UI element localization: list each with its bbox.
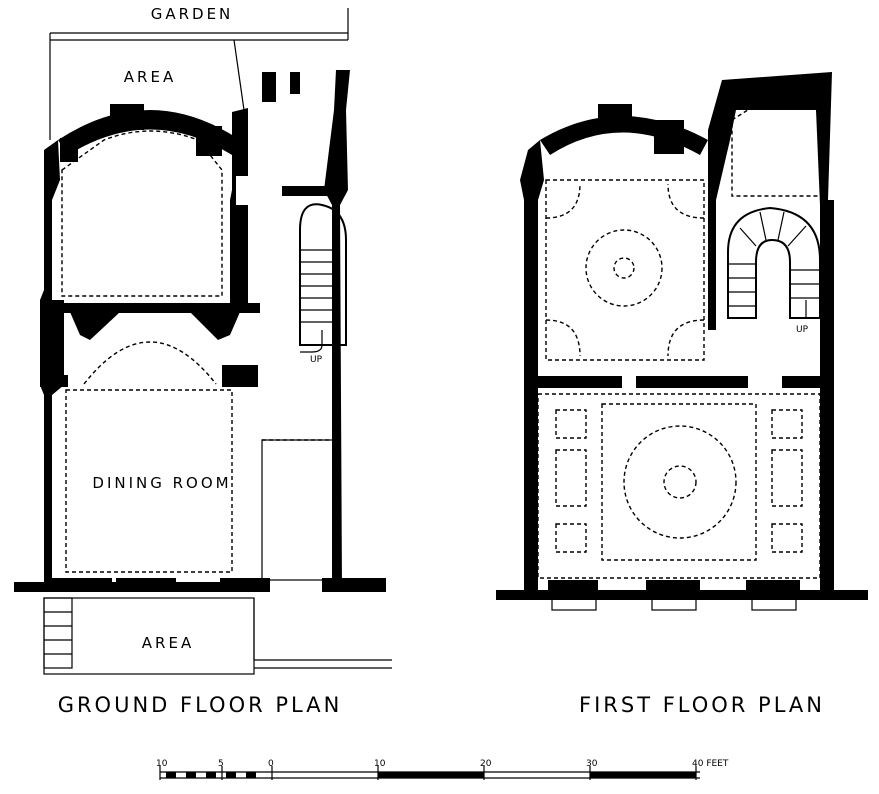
first-window-1 xyxy=(551,597,597,611)
first-central-wall xyxy=(708,72,832,330)
ground-cross-wall xyxy=(40,303,260,313)
front-ceiling-panel xyxy=(601,403,757,561)
scale-tick-30: 30 xyxy=(586,759,598,769)
first-cross-wall-right xyxy=(782,376,834,388)
dining-pier-left xyxy=(40,375,68,387)
back-ceiling-rosette xyxy=(585,229,663,307)
dining-pier-right xyxy=(222,365,258,387)
stair-newel-top xyxy=(262,72,276,102)
front-ceiling-side-panels xyxy=(555,409,803,553)
first-staircase-treads xyxy=(728,211,820,307)
garden-label: GARDEN xyxy=(151,5,234,23)
front-ceiling-medallion-center xyxy=(663,465,697,499)
dining-room-label: DINING ROOM xyxy=(92,474,231,492)
first-bay-pier-right xyxy=(654,120,684,154)
first-left-wall xyxy=(520,140,544,590)
ground-left-wall xyxy=(40,140,64,590)
back-ceiling-rosette-center xyxy=(613,257,635,279)
first-cross-wall-left xyxy=(530,376,622,388)
scale-bar-segments xyxy=(166,772,696,778)
dining-room-ceiling xyxy=(65,389,233,573)
first-right-wall xyxy=(820,200,834,590)
scale-bar: 10 5 0 10 20 30 40 FEET xyxy=(156,759,729,780)
first-window-2 xyxy=(651,597,697,611)
scale-tick-10: 10 xyxy=(374,759,386,769)
ground-staircase-outline xyxy=(299,203,347,346)
ground-floor-plan: GARDEN AREA CBD CBD LIFT DININ xyxy=(14,5,392,717)
area-steps xyxy=(43,597,73,669)
lift-label: LIFT xyxy=(49,340,61,347)
ground-front-wall xyxy=(14,578,270,592)
ground-central-wall xyxy=(230,108,248,305)
stair-newel-top-2 xyxy=(290,72,300,94)
back-ceiling-corners xyxy=(545,183,705,357)
closet-room-outline xyxy=(731,95,823,197)
back-room-ceiling xyxy=(61,130,223,297)
vestibule-outline xyxy=(261,439,339,581)
scale-tick-10-left: 10 xyxy=(156,759,168,769)
cupboard-right-label: CBD xyxy=(206,316,219,323)
first-bay-pier-center xyxy=(598,104,632,130)
scale-tick-5: 5 xyxy=(218,759,224,769)
cupboard-right xyxy=(190,312,240,340)
ground-staircase-treads xyxy=(300,249,332,323)
ground-floor-title: GROUND FLOOR PLAN xyxy=(58,693,343,717)
scale-tick-0: 0 xyxy=(268,759,274,769)
first-floor-plan: UP FIRST FLOOR PLAN xyxy=(496,72,868,717)
dining-room-arch xyxy=(83,341,217,385)
passage-wall xyxy=(282,186,336,196)
scale-tick-20: 20 xyxy=(480,759,492,769)
area-top-label: AREA xyxy=(124,68,176,86)
cupboard-left-label: CBD xyxy=(90,316,103,323)
bay-pier-right xyxy=(196,126,222,156)
area-steps-treads xyxy=(44,611,72,655)
first-front-wall xyxy=(496,580,868,600)
ground-up-arrow xyxy=(300,330,323,353)
first-up-label: UP xyxy=(796,325,809,335)
first-staircase-outline xyxy=(727,206,821,319)
ground-right-wall xyxy=(324,70,350,590)
first-window-3 xyxy=(751,597,797,611)
front-railing xyxy=(253,598,392,669)
scale-bar-ticks xyxy=(159,766,697,780)
bay-pier-left xyxy=(60,138,78,162)
front-ceiling-medallion xyxy=(623,425,737,539)
ground-bay-arch xyxy=(58,110,240,155)
first-floor-title: FIRST FLOOR PLAN xyxy=(579,693,825,717)
first-cross-wall-center xyxy=(636,376,748,388)
back-drawing-room-ceiling xyxy=(545,179,705,361)
cupboard-left xyxy=(70,312,120,340)
scale-tick-40-feet: 40 FEET xyxy=(692,759,729,769)
ground-up-label: UP xyxy=(310,355,323,365)
area-bottom-label: AREA xyxy=(142,634,194,652)
area-edge-line xyxy=(233,39,245,111)
ground-front-wall-right xyxy=(322,578,386,592)
front-drawing-room-ceiling xyxy=(537,393,821,579)
bay-pier-center xyxy=(110,104,144,130)
